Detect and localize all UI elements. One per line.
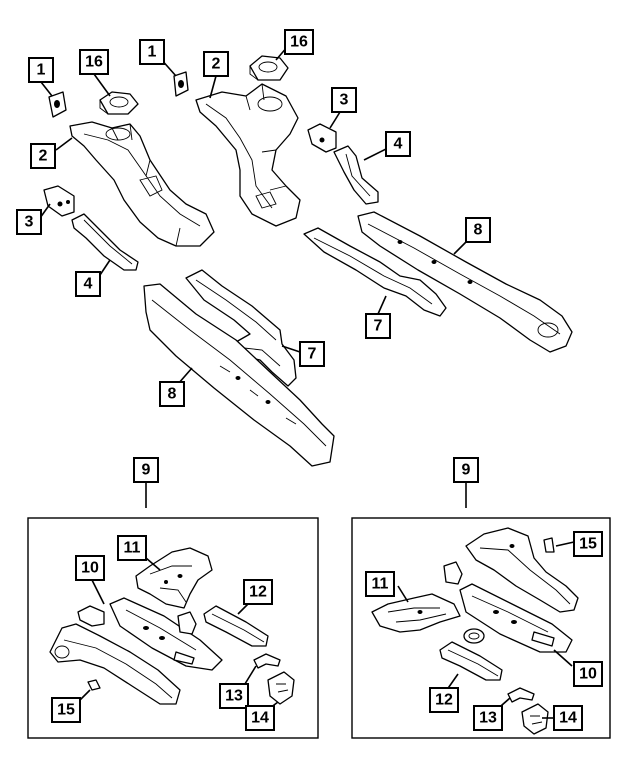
svg-text:13: 13 [479, 710, 497, 727]
part-2-front-rail-right [195, 83, 301, 227]
callout-7-right: 7 [365, 313, 391, 339]
svg-text:4: 4 [394, 136, 403, 153]
svg-text:2: 2 [39, 148, 48, 165]
svg-text:7: 7 [374, 318, 383, 335]
part-12-channel-left [203, 605, 269, 647]
part-14-bracket-right [521, 703, 549, 735]
part-13-clip-right [507, 687, 535, 703]
callout-12-right: 12 [429, 687, 459, 713]
part-7-reinforcement-left [185, 269, 297, 387]
part-2-front-rail-left [69, 121, 215, 247]
part-3-mount-left [43, 185, 75, 217]
callout-15-left: 15 [51, 697, 81, 723]
callout-10-left: 10 [75, 555, 105, 581]
part-10-floor-rail-left [109, 597, 223, 671]
callout-13-left: 13 [219, 683, 249, 709]
part-small-bracket-left [77, 605, 105, 627]
callout-9-left: 9 [133, 457, 159, 483]
callout-10-right: 10 [573, 661, 603, 687]
part-4-brace-right [333, 145, 379, 205]
callout-9-right: 9 [453, 457, 479, 483]
part-4-brace-left [71, 213, 139, 271]
svg-text:8: 8 [168, 386, 177, 403]
part-7-reinforcement-right [303, 227, 447, 317]
detail-panel-left [27, 517, 319, 739]
part-10-floor-rail-right [459, 583, 573, 653]
callout-14-left: 14 [245, 705, 275, 731]
callout-15-right: 15 [573, 531, 603, 557]
part-8-rocker-right [357, 211, 573, 353]
svg-text:12: 12 [435, 692, 453, 709]
part-mount-small-left [177, 611, 197, 635]
part-13-clip-left [253, 653, 281, 669]
callout-13-right: 13 [473, 705, 503, 731]
svg-text:12: 12 [249, 584, 267, 601]
svg-text:10: 10 [81, 560, 99, 577]
svg-text:11: 11 [124, 540, 141, 557]
part-3-mount-right [307, 123, 337, 153]
callout-8-right: 8 [465, 217, 491, 243]
callout-11-right: 11 [365, 571, 395, 597]
svg-text:11: 11 [372, 576, 389, 593]
callout-14-right: 14 [553, 705, 583, 731]
svg-text:3: 3 [25, 214, 34, 231]
callout-2-right: 2 [203, 51, 229, 77]
part-small-block-right [443, 561, 463, 585]
svg-text:9: 9 [142, 462, 151, 479]
callout-16-right: 16 [284, 29, 314, 55]
part-11-assembly-left [135, 547, 213, 609]
svg-text:8: 8 [474, 222, 483, 239]
part-14-bracket-left [267, 671, 295, 705]
svg-text:3: 3 [340, 92, 349, 109]
part-16-strut-cap-right [249, 55, 289, 81]
part-16-strut-cap-left [99, 91, 139, 115]
callout-1-left: 1 [28, 57, 54, 83]
svg-text:16: 16 [290, 34, 308, 51]
svg-text:15: 15 [579, 536, 597, 553]
part-main-rail-right [465, 527, 579, 613]
part-main-rail-left [49, 623, 181, 705]
part-15-clip-right [543, 537, 555, 553]
svg-text:7: 7 [308, 346, 317, 363]
svg-text:16: 16 [85, 54, 103, 71]
callout-2-left: 2 [30, 143, 56, 169]
svg-text:15: 15 [57, 702, 75, 719]
svg-text:10: 10 [579, 666, 597, 683]
svg-text:1: 1 [37, 62, 46, 79]
callout-4-right: 4 [385, 131, 411, 157]
callout-3-right: 3 [331, 87, 357, 113]
callout-3-left: 3 [16, 209, 42, 235]
callout-8-left: 8 [159, 381, 185, 407]
detail-panel-right [351, 517, 611, 739]
part-11-assembly-right [371, 593, 461, 633]
callout-12-left: 12 [243, 579, 273, 605]
callout-7-left: 7 [299, 341, 325, 367]
callout-4-left: 4 [75, 271, 101, 297]
part-8-rocker-left [143, 283, 335, 467]
part-1-bracket-left [48, 91, 67, 118]
part-15-clip-left [87, 679, 101, 691]
svg-text:9: 9 [462, 462, 471, 479]
part-1-bracket-right [173, 71, 189, 97]
svg-text:2: 2 [212, 56, 221, 73]
callout-16-left: 16 [79, 49, 109, 75]
callout-11-left: 11 [117, 535, 147, 561]
svg-text:1: 1 [148, 44, 157, 61]
svg-text:4: 4 [84, 276, 93, 293]
callout-1-right: 1 [139, 39, 165, 65]
svg-text:13: 13 [225, 688, 243, 705]
svg-text:14: 14 [251, 710, 269, 727]
part-mount-small-right [463, 628, 485, 644]
part-12-channel-right [439, 641, 503, 681]
svg-text:14: 14 [559, 710, 577, 727]
